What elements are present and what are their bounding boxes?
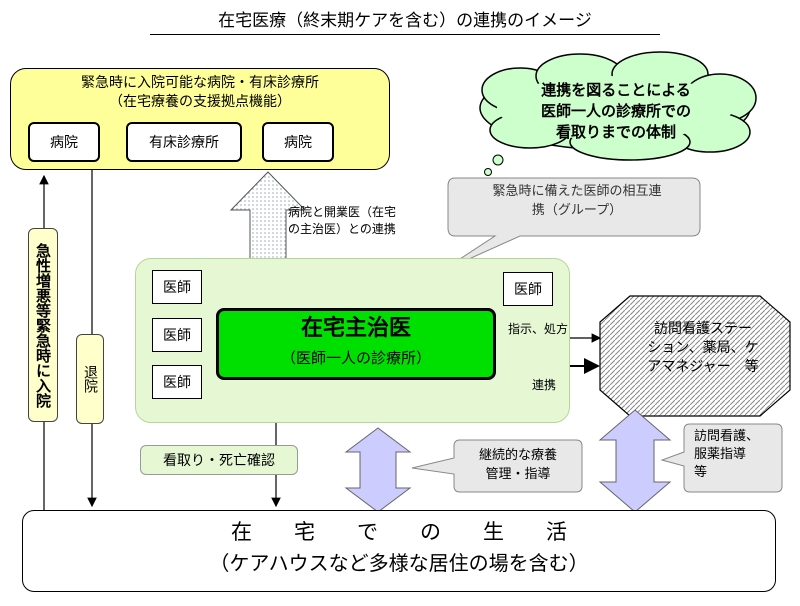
end-of-life-label: 看取り・死亡確認	[140, 445, 298, 475]
home-physician-title: 在宅主治医	[300, 316, 411, 341]
cloud-line1: 連携を図ることによる	[541, 81, 691, 99]
home-nursing-line2: ション、薬局、ケ	[647, 340, 759, 356]
instruction-label: 指示、処方	[508, 322, 569, 336]
home-life-box	[22, 510, 776, 592]
cloud-line2: 医師一人の診療所での	[540, 102, 691, 120]
visit-services-callout	[660, 423, 783, 493]
home-nursing-text: 訪問看護ステー ション、薬局、ケ アマネジャー 等	[618, 320, 788, 377]
cloud-shape	[479, 51, 757, 161]
cloud-line3: 看取りまでの体制	[555, 123, 676, 141]
continuous-line2: 管理・指導	[485, 467, 551, 482]
mutual-line1: 緊急時に備えた医師の相互連	[492, 184, 662, 199]
home-nursing-octagon	[599, 295, 791, 417]
cooperation-label: 連携	[532, 378, 557, 392]
liaison-line2: の主治医）との連携	[288, 222, 396, 236]
home-physician-box	[216, 308, 496, 380]
visit-line3: 等	[694, 465, 708, 480]
continuous-line1: 継続的な療養	[478, 448, 557, 463]
facility-clinic-with-beds: 有床診療所	[126, 122, 242, 162]
mutual-callout-shape	[439, 177, 701, 273]
doctor-box: 医師	[152, 318, 202, 352]
continuous-care-arrow	[344, 427, 412, 513]
cloud-tail-dot	[484, 168, 492, 176]
home-physician-subtitle: （医師一人の診療所）	[280, 349, 431, 367]
continuous-care-callout	[411, 439, 583, 493]
facility-hospital: 病院	[28, 122, 100, 162]
continuous-care-text: 継続的な療養 管理・指導	[458, 446, 578, 484]
visit-line1: 訪問看護、	[694, 429, 760, 444]
visit-line2: 服薬指導	[694, 447, 747, 462]
diagram-title: 在宅医療（終末期ケアを含む）の連携のイメージ	[150, 8, 660, 35]
cloud-tail-dot	[492, 154, 504, 166]
visit-services-arrow	[598, 409, 672, 513]
visit-services-text: 訪問看護、 服薬指導 等	[694, 428, 774, 482]
home-life-title: 在 宅 で の 生 活	[231, 520, 567, 544]
emergency-admission-label: 急性増悪等緊急時に入院	[28, 228, 58, 422]
emergency-title-line1: 緊急時に入院可能な病院・有床診療所	[81, 75, 319, 91]
doctor-box: 医師	[503, 272, 553, 306]
home-nursing-line3: アマネジャー 等	[647, 359, 759, 375]
doctor-box: 医師	[152, 270, 202, 304]
hospital-liaison-label: 病院と開業医（在宅 の主治医）との連携	[288, 204, 433, 238]
cloud-text: 連携を図ることによる 医師一人の診療所での 看取りまでの体制	[505, 80, 727, 143]
home-nursing-line1: 訪問看護ステー	[654, 321, 752, 337]
discharge-label: 退院	[76, 334, 104, 424]
home-life-subtitle: （ケアハウスなど多様な居住の場を含む）	[209, 551, 589, 575]
doctor-box: 医師	[152, 365, 202, 399]
mutual-callout-text: 緊急時に備えた医師の相互連 携（グループ）	[462, 182, 692, 220]
liaison-line1: 病院と開業医（在宅	[288, 205, 397, 219]
emergency-facilities-title: 緊急時に入院可能な病院・有床診療所 （在宅療養の支援拠点機能）	[10, 74, 390, 112]
mutual-line2: 携（グループ）	[531, 203, 623, 218]
facility-hospital: 病院	[262, 122, 334, 162]
emergency-title-line2: （在宅療養の支援拠点機能）	[109, 94, 291, 110]
